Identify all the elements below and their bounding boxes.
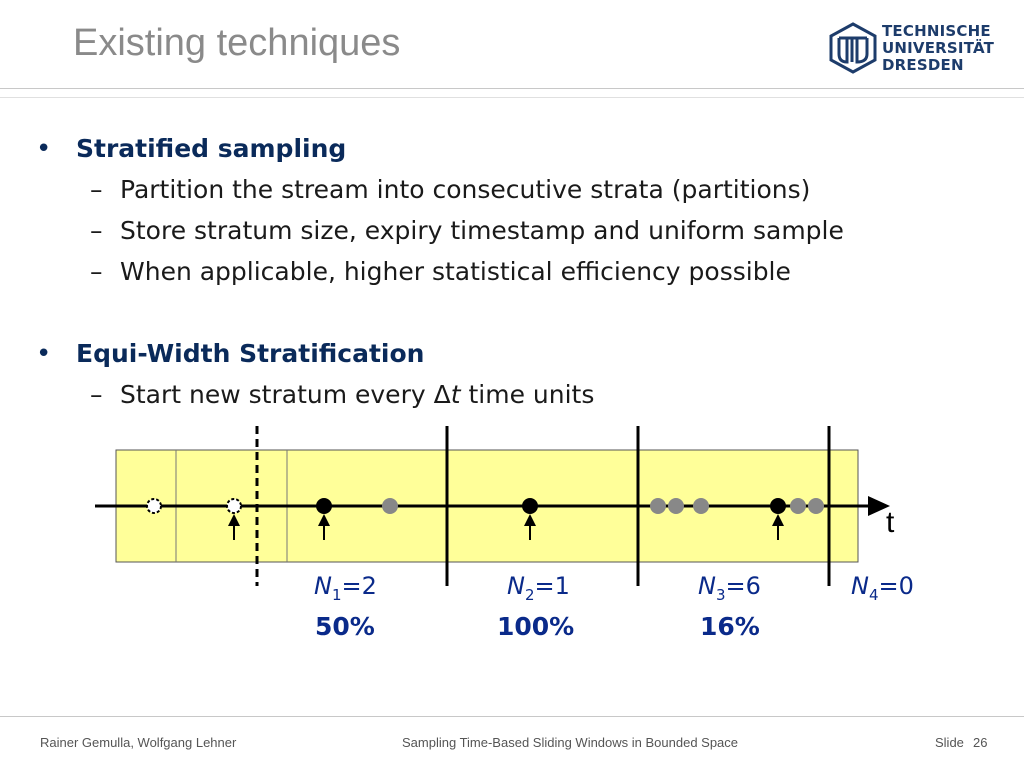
logo-line: UNIVERSITÄT (882, 39, 995, 57)
logo-line: DRESDEN (882, 56, 964, 74)
sample-arrow (318, 514, 330, 540)
stratum-index: 4 (868, 585, 879, 604)
stratum-size-value: =1 (534, 572, 570, 600)
slide-title: Existing techniques (73, 22, 401, 64)
stratum-index: 2 (524, 585, 535, 604)
time-axis-arrowhead (868, 496, 890, 516)
stratum-index: 3 (715, 585, 726, 604)
stratum-size-symbol: N (314, 572, 332, 600)
stratum-size-value: =2 (341, 572, 377, 600)
time-variable: t (450, 380, 461, 409)
stratum-size-label: N1=2 (314, 572, 377, 604)
unsampled-point (808, 498, 824, 514)
bullet-subitem: Store stratum size, expiry timestamp and… (120, 216, 844, 245)
bullet-marker: • (36, 134, 52, 164)
unsampled-point (668, 498, 684, 514)
subitem-text: Start new stratum every Δ (120, 380, 451, 409)
footer-slide-label: Slide (935, 735, 964, 750)
sampling-rate-label: 100% (497, 612, 575, 641)
stratum-size-label: N3=6 (698, 572, 761, 604)
footer-slide-number: 26 (973, 735, 988, 750)
footer-talk-title: Sampling Time-Based Sliding Windows in B… (402, 735, 739, 750)
university-logo: TECHNISCHE UNIVERSITÄT DRESDEN (828, 22, 998, 74)
header-divider (0, 88, 1024, 89)
stratum-size-label: N4=0 (851, 572, 914, 604)
bullet-subitem: Partition the stream into consecutive st… (120, 175, 811, 204)
expired-point (146, 498, 162, 514)
stratum-size-value: =6 (725, 572, 761, 600)
sampled-point (770, 498, 786, 514)
stratum-size-symbol: N (851, 572, 869, 600)
expired-sample-point (226, 498, 242, 514)
time-axis-label: t (886, 506, 895, 539)
sample-arrow (524, 514, 536, 540)
stratification-diagram: t (95, 426, 895, 586)
logo-line: TECHNISCHE (882, 22, 991, 40)
stratum-index: 1 (331, 585, 342, 604)
stratum-size-label: N2=1 (507, 572, 570, 604)
bullet-marker: • (36, 339, 52, 369)
subitem-text: time units (460, 380, 595, 409)
dash-marker: – (90, 175, 103, 204)
tu-dresden-logo-icon (829, 22, 877, 74)
logo-text: TECHNISCHE UNIVERSITÄT DRESDEN (882, 23, 994, 74)
sampled-point (522, 498, 538, 514)
unsampled-point (650, 498, 666, 514)
header-divider (0, 97, 1024, 98)
stratum-size-symbol: N (698, 572, 716, 600)
sample-arrow (772, 514, 784, 540)
dash-marker: – (90, 257, 103, 286)
sampling-rate-label: 16% (700, 612, 760, 641)
unsampled-point (693, 498, 709, 514)
bullet-subitem: When applicable, higher statistical effi… (120, 257, 791, 286)
bullet-subitem: Start new stratum every Δt time units (120, 380, 594, 409)
dash-marker: – (90, 380, 103, 409)
sample-arrow (228, 514, 240, 540)
footer-divider (0, 716, 1024, 717)
sampling-rate-label: 50% (315, 612, 375, 641)
stratum-size-symbol: N (507, 572, 525, 600)
unsampled-point (790, 498, 806, 514)
bullet-heading: Equi-Width Stratification (76, 339, 425, 368)
stratum-size-value: =0 (878, 572, 914, 600)
bullet-heading: Stratified sampling (76, 134, 347, 163)
footer-authors: Rainer Gemulla, Wolfgang Lehner (40, 735, 237, 750)
dash-marker: – (90, 216, 103, 245)
sampled-point (316, 498, 332, 514)
unsampled-point (382, 498, 398, 514)
